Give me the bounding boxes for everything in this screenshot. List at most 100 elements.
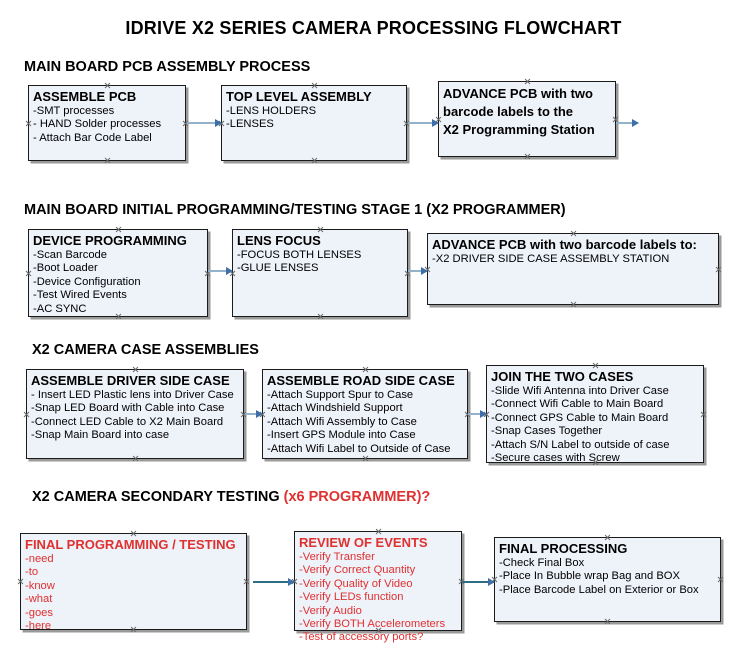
section-heading-text: X2 CAMERA CASE ASSEMBLIES xyxy=(32,342,259,358)
connector-shaft xyxy=(253,581,294,583)
connection-handle-bottom[interactable] xyxy=(604,618,611,625)
connection-handle-bottom[interactable] xyxy=(570,301,577,308)
box-line: - Attach Bar Code Label xyxy=(33,131,152,144)
box-line: -Verify Audio xyxy=(299,604,362,617)
box-title: FINAL PROCESSING xyxy=(499,541,628,556)
connection-handle-bottom[interactable] xyxy=(311,157,318,164)
box-line: -goes xyxy=(25,606,53,619)
connection-handle-right[interactable] xyxy=(715,266,722,273)
section-heading-main-board-pcb-assembly: MAIN BOARD PCB ASSEMBLY PROCESS xyxy=(24,59,310,75)
box-line: -Verify BOTH Accelerometers xyxy=(299,618,446,631)
box-title: X2 Programming Station xyxy=(443,122,595,137)
arrowhead-icon xyxy=(226,266,233,275)
box-line: -SMT processes xyxy=(33,105,115,117)
box-line: -Attach Windshield Support xyxy=(267,402,403,415)
flow-box-assemble-pcb[interactable]: ASSEMBLE PCB -SMT processes - HAND Solde… xyxy=(28,85,186,161)
box-line: -GLUE LENSES xyxy=(237,262,319,275)
connection-handle-left[interactable] xyxy=(25,120,32,127)
box-title: TOP LEVEL ASSEMBLY xyxy=(226,89,372,104)
flow-box-device-programming[interactable]: DEVICE PROGRAMMING -Scan Barcode -Boot L… xyxy=(28,229,208,317)
connection-handle-top[interactable] xyxy=(311,82,318,89)
flow-box-join-the-two-cases[interactable]: JOIN THE TWO CASES -Slide Wifi Antenna i… xyxy=(486,362,707,465)
flow-box-advance-pcb-x2-programming-station[interactable]: ADVANCE PCB with two barcode labels to t… xyxy=(438,81,616,157)
box-line: -Scan Barcode xyxy=(33,249,108,261)
box-line: -Snap LED Board with Cable into Case xyxy=(31,402,225,415)
connection-handle-bottom[interactable] xyxy=(317,313,324,320)
connection-handle-top[interactable] xyxy=(132,366,139,373)
connection-handle-top[interactable] xyxy=(375,528,382,535)
box-title: ASSEMBLE ROAD SIDE CASE xyxy=(267,373,455,388)
box-line: -Snap Cases Together xyxy=(491,425,603,438)
connector-review-of-events-to-final-processing xyxy=(462,577,495,586)
connection-handle-top[interactable] xyxy=(592,362,599,369)
box-title: FINAL PROGRAMMING / TESTING xyxy=(25,537,236,552)
box-title: DEVICE PROGRAMMING xyxy=(33,233,187,248)
connection-handle-top[interactable] xyxy=(317,226,324,233)
box-line: -Slide Wifi Antenna into Driver Case xyxy=(491,385,669,397)
box-title: LENS FOCUS xyxy=(237,233,321,248)
connection-handle-left[interactable] xyxy=(17,578,24,585)
flow-box-final-processing[interactable]: FINAL PROCESSING -Check Final Box -Place… xyxy=(494,537,721,622)
arrowhead-icon xyxy=(288,577,295,586)
connector-shaft xyxy=(208,270,232,272)
flow-box-review-of-events[interactable]: REVIEW OF EVENTS -Verify Transfer -Verif… xyxy=(294,528,462,643)
connection-handle-top[interactable] xyxy=(524,78,531,85)
connector-final-programming-to-review-of-events xyxy=(253,577,295,586)
connection-handle-top[interactable] xyxy=(130,530,137,537)
connector-shaft xyxy=(462,581,494,583)
connector-road-side-case-to-join-the-two-cases xyxy=(468,409,487,418)
box-line: -Attach Support Spur to Case xyxy=(267,389,414,401)
box-line: -Verify Transfer xyxy=(299,551,375,563)
connector-device-programming-to-lens-focus xyxy=(208,266,233,275)
flow-box-advance-pcb-driver-side-case[interactable]: ADVANCE PCB with two barcode labels to: … xyxy=(427,233,719,305)
box-line: - HAND Solder processes xyxy=(33,118,162,131)
connection-handle-left[interactable] xyxy=(23,411,30,418)
flow-box-assemble-driver-side-case[interactable]: ASSEMBLE DRIVER SIDE CASE - Insert LED P… xyxy=(26,369,244,459)
section-heading-x2-camera-secondary-testing: X2 CAMERA SECONDARY TESTING (x6 PROGRAMM… xyxy=(32,489,430,505)
section-heading-text: MAIN BOARD INITIAL PROGRAMMING/TESTING S… xyxy=(24,202,566,218)
box-line: -Snap Main Board into case xyxy=(31,429,170,442)
connection-handle-top[interactable] xyxy=(115,226,122,233)
box-line: -Verify Correct Quantity xyxy=(299,564,416,577)
connector-shaft xyxy=(187,122,221,124)
connection-handle-top[interactable] xyxy=(604,534,611,541)
connection-handle-bottom[interactable] xyxy=(132,455,139,462)
box-line-overflow: -Test of accessory ports? xyxy=(299,631,424,644)
connection-handle-top[interactable] xyxy=(570,230,577,237)
box-line: -Attach S/N Label to outside of case xyxy=(491,438,670,451)
box-line: -X2 DRIVER SIDE CASE ASSEMBLY STATION xyxy=(432,253,670,265)
connection-handle-right[interactable] xyxy=(243,578,250,585)
box-line: -Place Barcode Label on Exterior or Box xyxy=(499,583,699,596)
box-line: -Test Wired Events xyxy=(33,289,127,302)
connection-handle-top[interactable] xyxy=(104,82,111,89)
box-line: -Secure cases with Screw xyxy=(491,452,620,465)
connection-handle-bottom[interactable] xyxy=(524,153,531,160)
box-line: -Insert GPS Module into Case xyxy=(267,429,416,442)
flow-box-assemble-road-side-case[interactable]: ASSEMBLE ROAD SIDE CASE -Attach Support … xyxy=(262,369,468,459)
connection-handle-right[interactable] xyxy=(717,576,724,583)
connector-shaft xyxy=(245,413,262,415)
connection-handle-right[interactable] xyxy=(700,411,707,418)
box-title: JOIN THE TWO CASES xyxy=(491,369,634,384)
connection-handle-bottom[interactable] xyxy=(362,455,369,462)
section-heading-red-note: (x6 PROGRAMMER)? xyxy=(283,489,431,505)
box-line: -Check Final Box xyxy=(499,557,585,569)
box-line: -Place In Bubble wrap Bag and BOX xyxy=(499,570,680,583)
flow-box-final-programming-testing[interactable]: FINAL PROGRAMMING / TESTING -need -to -k… xyxy=(17,530,250,633)
box-title: ASSEMBLE DRIVER SIDE CASE xyxy=(31,373,230,388)
box-line: -what xyxy=(25,593,53,606)
box-line: -FOCUS BOTH LENSES xyxy=(237,249,362,261)
connection-handle-top[interactable] xyxy=(362,366,369,373)
box-line: -here xyxy=(25,620,52,633)
box-title: ADVANCE PCB with two xyxy=(443,86,593,101)
connection-handle-left[interactable] xyxy=(25,270,32,277)
box-line: -Attach Wifi Assembly to Case xyxy=(267,415,417,428)
box-line: -LENSES xyxy=(226,118,274,131)
box-line: -Attach Wifi Label to Outside of Case xyxy=(267,442,451,455)
flow-box-top-level-assembly[interactable]: TOP LEVEL ASSEMBLY -LENS HOLDERS -LENSES xyxy=(221,85,407,161)
connection-handle-bottom[interactable] xyxy=(104,157,111,164)
flow-box-lens-focus[interactable]: LENS FOCUS -FOCUS BOTH LENSES -GLUE LENS… xyxy=(232,229,408,317)
connector-shaft xyxy=(468,413,486,415)
arrowhead-icon xyxy=(632,118,639,127)
